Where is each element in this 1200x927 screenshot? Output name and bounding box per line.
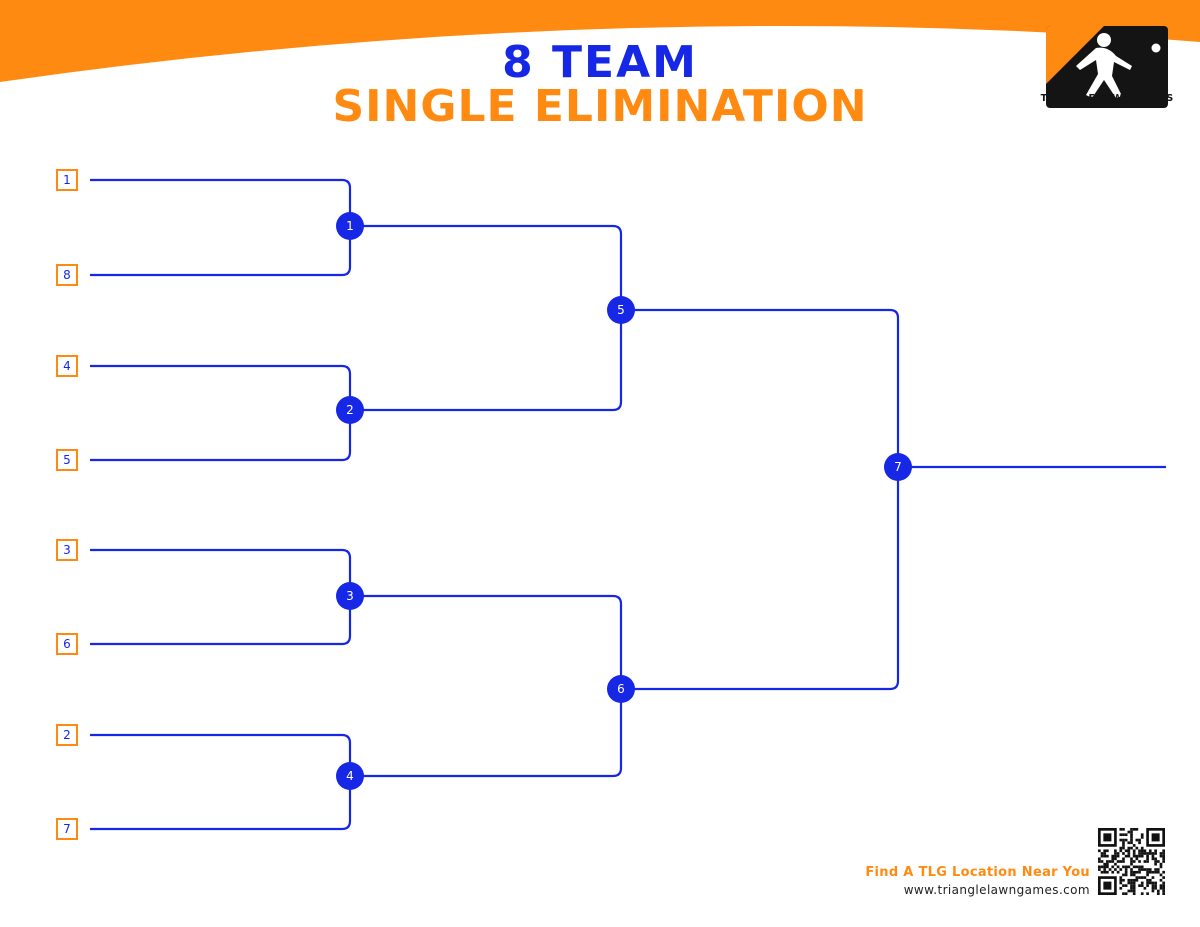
round1-connector-4 (90, 733, 352, 831)
round3-connector (621, 308, 900, 691)
find-location-text: Find A TLG Location Near You (865, 865, 1090, 880)
page-title-line2: SINGLE ELIMINATION (332, 81, 868, 132)
round1-connector-1 (90, 178, 352, 277)
seed-box-3: 4 (56, 355, 78, 377)
page-title-line1: 8 TEAM (502, 37, 698, 88)
seed-box-5: 3 (56, 539, 78, 561)
round1-connector-3 (90, 548, 352, 646)
game-node-2: 2 (336, 396, 364, 424)
qr-code-icon (1098, 828, 1165, 895)
lawn-game-thrower-icon (1046, 26, 1161, 98)
game-node-3: 3 (336, 582, 364, 610)
bracket-lines (90, 178, 1166, 831)
seed-box-2: 8 (56, 264, 78, 286)
seed-box-1: 1 (56, 169, 78, 191)
brand-logo (1046, 26, 1168, 108)
website-link[interactable]: www.trianglelawngames.com (903, 883, 1090, 897)
seed-box-8: 7 (56, 818, 78, 840)
header-orange-wave (0, 0, 1200, 82)
seed-box-4: 5 (56, 449, 78, 471)
game-node-1: 1 (336, 212, 364, 240)
round2-connector-2 (350, 594, 623, 778)
seed-box-7: 2 (56, 724, 78, 746)
seed-box-6: 6 (56, 633, 78, 655)
game-node-4: 4 (336, 762, 364, 790)
game-node-6: 6 (607, 675, 635, 703)
brand-logo-text: TRIANGLE LAWN GAMES (1040, 93, 1174, 104)
game-node-7: 7 (884, 453, 912, 481)
round1-connector-2 (90, 364, 352, 462)
round2-connector-1 (350, 224, 623, 412)
game-node-5: 5 (607, 296, 635, 324)
